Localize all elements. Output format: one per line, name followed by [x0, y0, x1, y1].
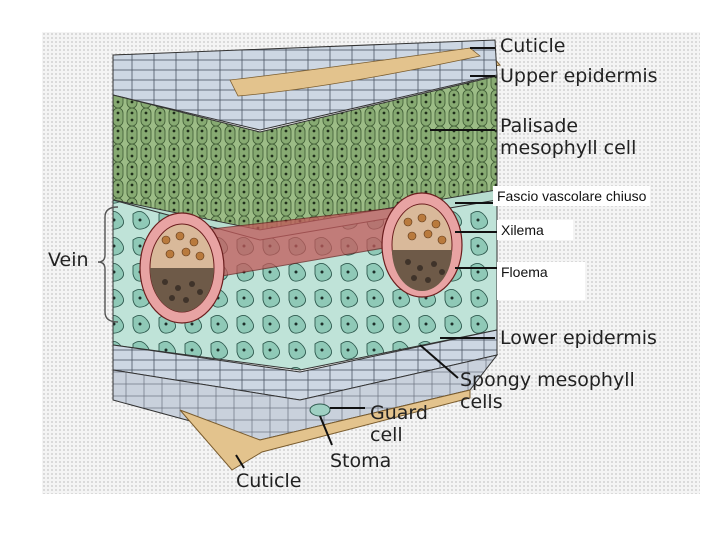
label-upper-epidermis: Upper epidermis [500, 65, 658, 87]
cuticle-fold [229, 47, 481, 97]
right-vascular-bundle [381, 192, 463, 298]
label-guard-cell: Guard cell [370, 402, 428, 446]
label-fascio-vascolare: Fascio vascolare chiuso [493, 186, 651, 206]
label-stoma: Stoma [330, 450, 392, 472]
left-vascular-bundle [139, 212, 225, 324]
label-spongy-mesophyll: Spongy mesophyll cells [460, 369, 635, 413]
vein-bracket [97, 206, 119, 323]
pointer-cuticle-bottom [235, 454, 245, 469]
label-cuticle-top: Cuticle [500, 35, 566, 57]
label-floema: Floema [497, 262, 585, 300]
label-palisade-mesophyll: Palisade mesophyll cell [500, 115, 637, 159]
stoma-pore [309, 403, 331, 417]
label-vein: Vein [48, 249, 89, 271]
label-lower-epidermis: Lower epidermis [500, 327, 657, 349]
label-xilema: Xilema [497, 220, 573, 240]
pointer-spongy [419, 344, 459, 379]
label-cuticle-bottom: Cuticle [236, 470, 302, 492]
pointer-stoma [319, 415, 333, 446]
